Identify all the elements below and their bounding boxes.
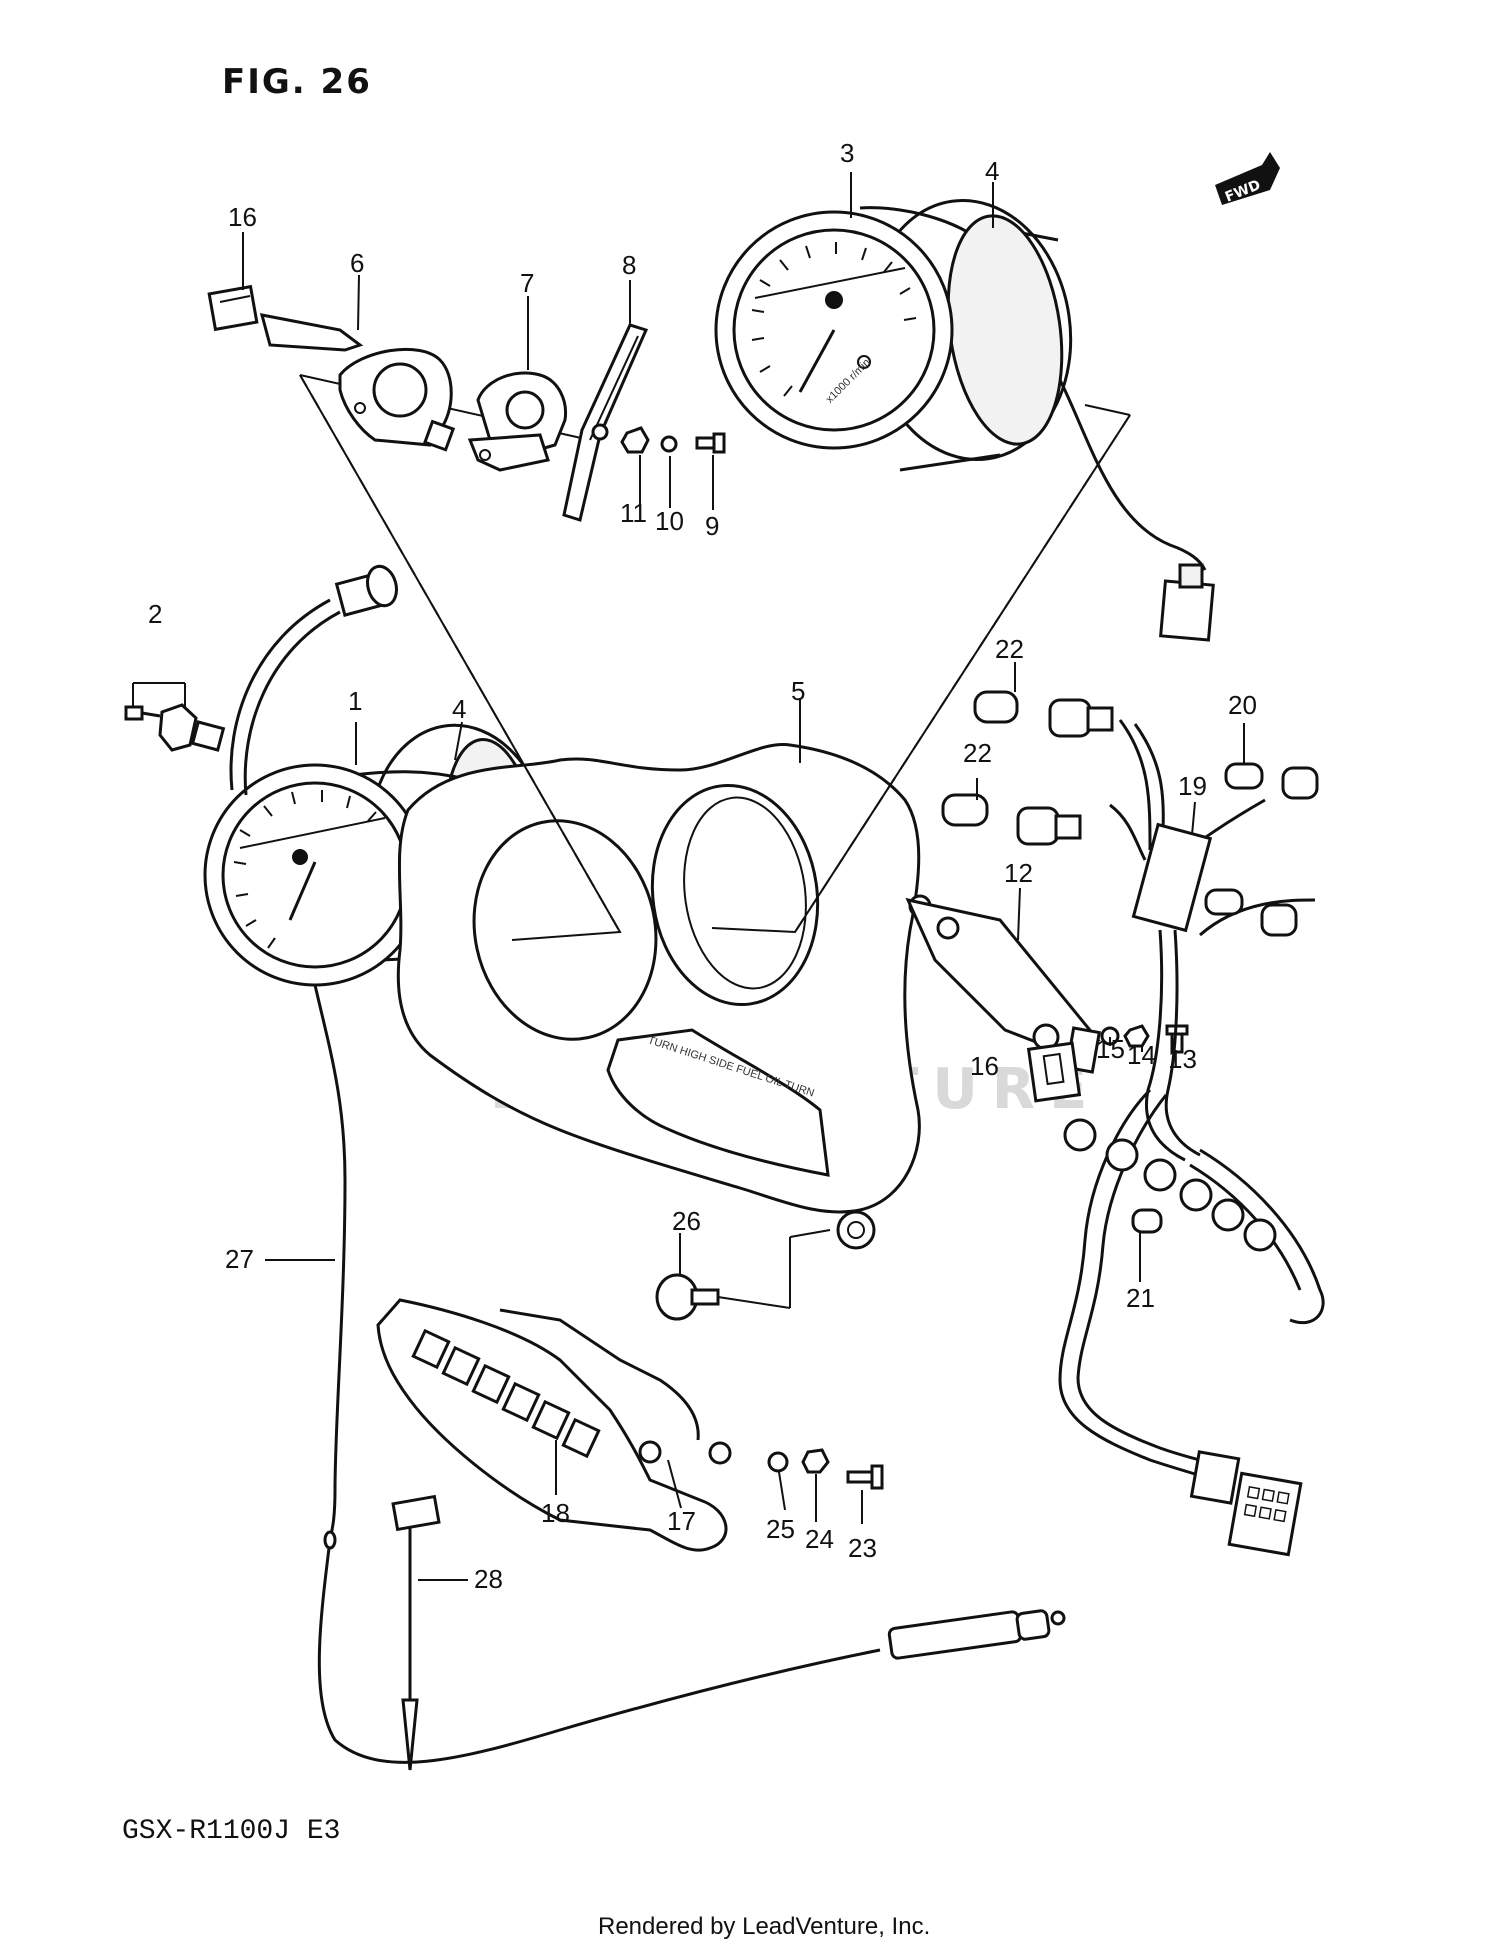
callout-22-lower: 22 [963,738,992,768]
lead-pin-part-28 [391,1494,441,1771]
callout-16-top: 16 [228,202,257,232]
callout-18: 18 [541,1498,570,1528]
callout-labels: 1 2 3 4 4 5 6 7 8 9 10 11 12 13 14 15 16… [148,138,1257,1594]
callout-15: 15 [1096,1034,1125,1064]
callout-26: 26 [672,1206,701,1236]
callout-20: 20 [1228,690,1257,720]
indicator-housing-part-18 [376,1298,732,1552]
callout-2: 2 [148,599,162,629]
callout-28: 28 [474,1564,503,1594]
callout-19: 19 [1178,771,1207,801]
fwd-arrow-icon: FWD [1215,152,1280,206]
callout-23: 23 [848,1533,877,1563]
callout-1: 1 [348,686,362,716]
bolt-part-26 [655,1229,831,1321]
callout-13: 13 [1168,1044,1197,1074]
tachometer-part-3: x1000 r/min [714,199,1215,642]
callout-10: 10 [655,506,684,536]
callout-22-upper: 22 [995,634,1024,664]
leader-lines [242,172,1245,1581]
callout-24: 24 [805,1524,834,1554]
speedometer-cable-upper [229,564,398,796]
callout-27: 27 [225,1244,254,1274]
bracket-part-6 [259,313,456,452]
trip-knob-part-7 [467,371,568,472]
callout-11: 11 [620,498,647,528]
callout-8: 8 [622,250,636,280]
figure-title: FIG. 26 [222,62,372,102]
callout-4-speedo: 4 [452,694,466,724]
model-code: GSX-R1100J E3 [122,1816,340,1847]
callout-16-lower: 16 [970,1051,999,1081]
callout-21: 21 [1126,1283,1155,1313]
bulb-sockets-group [941,690,1319,1252]
callout-14: 14 [1127,1040,1156,1070]
meter-panel-part-5: TURN HIGH SIDE FUEL OIL TURN [396,742,932,1250]
footer-credit: Rendered by LeadVenture, Inc. [598,1913,930,1940]
cable-fitting-part-2 [124,682,226,752]
callout-17: 17 [667,1506,696,1536]
callout-3: 3 [840,138,854,168]
callout-25: 25 [766,1514,795,1544]
callout-7: 7 [520,268,534,298]
stay-part-8 [562,323,649,522]
callout-6: 6 [350,248,364,278]
speedometer-cable-part-27 [313,984,1066,1764]
hardware-parts-23-24-25 [767,1448,884,1490]
callout-5: 5 [791,676,805,706]
callout-9: 9 [705,511,719,541]
callout-12: 12 [1004,858,1033,888]
hardware-parts-9-10-11 [620,426,726,454]
socket-part-16-top [207,284,259,332]
wiring-harness-part-19 [1058,719,1325,1557]
socket-part-16-lower [1026,1041,1082,1103]
callout-4-tach: 4 [985,156,999,186]
